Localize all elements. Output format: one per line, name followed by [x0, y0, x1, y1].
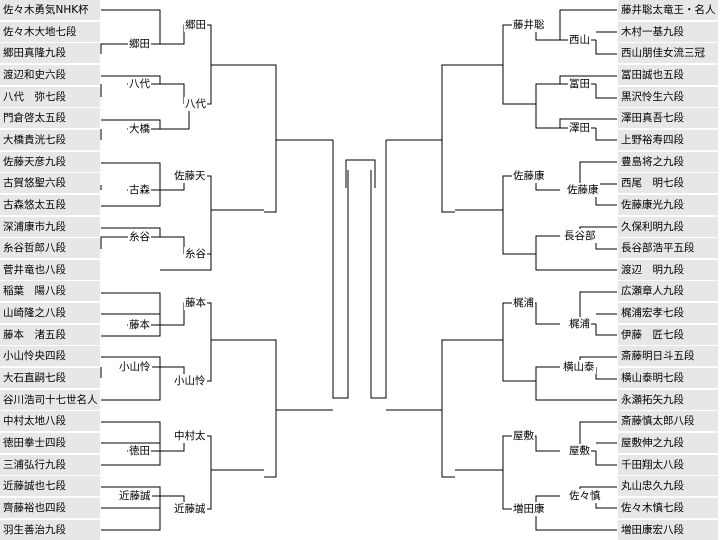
left-player-12: 糸谷哲郎八段 [0, 238, 100, 259]
left-player-19: 谷川浩司十七世名人 [0, 389, 100, 410]
right-player-15: 梶浦宏孝七段 [618, 303, 718, 324]
left-player-13: 菅井竜也八段 [0, 259, 100, 280]
right-r1-winner-8: 屋敷 [568, 444, 591, 458]
left-player-4: 渡辺和史六段 [0, 64, 100, 85]
left-player-18: 大石直嗣七段 [0, 368, 100, 389]
right-player-7: 上野裕寿四段 [618, 129, 718, 150]
left-player-1: 佐々木勇気NHK杯 [0, 0, 100, 20]
right-player-18: 横山泰明七段 [618, 368, 718, 389]
right-player-10: 佐藤康光九段 [618, 194, 718, 215]
left-player-24: 齊藤裕也四段 [0, 497, 100, 518]
left-player-16: 藤本 渚五段 [0, 324, 100, 345]
left-player-7: 大橋貴洸七段 [0, 129, 100, 150]
left-player-17: 小山怜央四段 [0, 346, 100, 367]
left-player-9: 古賀悠聖六段 [0, 173, 100, 194]
right-r2-winner-4: 屋敷 [512, 429, 535, 443]
right-player-2: 木村一基九段 [618, 21, 718, 42]
left-r1-winner-1: 郷田 [128, 37, 151, 51]
left-r2-winner-5: 藤本 [184, 296, 207, 310]
left-player-3: 郷田真隆九段 [0, 43, 100, 64]
left-r1-winner-9: 近藤誠 [118, 489, 152, 503]
left-player-8: 佐藤天彦九段 [0, 151, 100, 172]
right-player-16: 伊藤 匠七段 [618, 324, 718, 345]
right-player-9: 西尾 明七段 [618, 173, 718, 194]
right-player-6: 澤田真吾七段 [618, 108, 718, 129]
right-player-1: 藤井聡太竜王・名人 [618, 0, 718, 20]
left-r1-winner-4: 古森 [128, 183, 151, 197]
right-r2-winner-1: 藤井聡 [512, 18, 546, 32]
right-r1-winner-5: 長谷部 [563, 229, 597, 243]
right-player-8: 豊島将之九段 [618, 151, 718, 172]
left-r1-winner-6: 藤本 [128, 318, 151, 332]
right-player-4: 冨田誠也五段 [618, 64, 718, 85]
right-r1-winner-1: 西山 [568, 33, 591, 47]
right-player-11: 久保利明九段 [618, 216, 718, 237]
left-player-21: 徳田拳士四段 [0, 433, 100, 453]
right-r1-winner-4: 佐藤康 [566, 183, 600, 197]
right-r1-winner-3: 澤田 [568, 121, 591, 135]
left-r1-winner-2: 八代 [128, 77, 151, 91]
left-r2-winner-6: 小山怜 [173, 374, 207, 388]
right-player-21: 屋敷伸之九段 [618, 433, 718, 453]
right-player-20: 斎藤慎太郎八段 [618, 411, 718, 432]
left-player-5: 八代 弥七段 [0, 86, 100, 107]
left-player-23: 近藤誠也七段 [0, 476, 100, 497]
right-r1-winner-7: 横山泰 [562, 360, 596, 374]
left-r2-winner-3: 佐藤天 [173, 169, 207, 183]
left-player-6: 門倉啓太五段 [0, 108, 100, 129]
right-player-3: 西山朋佳女流三冠 [618, 43, 718, 64]
left-player-22: 三浦弘行九段 [0, 454, 100, 475]
right-player-12: 長谷部浩平五段 [618, 238, 718, 259]
left-player-2: 佐々木大地七段 [0, 21, 100, 42]
left-r1-winner-8: 徳田 [128, 444, 151, 458]
right-player-14: 広瀬章人九段 [618, 281, 718, 302]
left-r2-winner-8: 近藤誠 [173, 502, 207, 516]
right-r2-winner-3: 梶浦 [512, 296, 535, 310]
right-player-24: 佐々木慎七段 [618, 497, 718, 518]
left-player-10: 古森悠太五段 [0, 194, 100, 215]
left-player-14: 稲葉 陽八段 [0, 281, 100, 302]
left-r2-winner-4: 糸谷 [184, 247, 207, 261]
right-r1-winner-9: 佐々慎 [568, 489, 602, 503]
right-r2-winner-2: 佐藤康 [512, 169, 546, 183]
right-r2-winner-5: 増田康 [512, 502, 546, 516]
right-r1-winner-6: 梶浦 [568, 317, 591, 331]
left-r1-winner-5: 糸谷 [128, 230, 151, 244]
right-player-25: 増田康宏八段 [618, 519, 718, 540]
right-player-22: 千田翔太八段 [618, 454, 718, 475]
left-player-11: 深浦康市九段 [0, 216, 100, 237]
left-r2-winner-1: 郷田 [184, 18, 207, 32]
right-player-13: 渡辺 明九段 [618, 259, 718, 280]
left-r2-winner-2: 八代 [184, 97, 207, 111]
left-r1-winner-7: 小山怜 [118, 360, 152, 374]
right-player-23: 丸山忠久九段 [618, 476, 718, 497]
right-r1-winner-2: 冨田 [568, 77, 591, 91]
left-r2-winner-7: 中村太 [173, 429, 207, 443]
left-player-15: 山崎隆之八段 [0, 303, 100, 324]
right-player-19: 永瀬拓矢九段 [618, 389, 718, 410]
left-player-25: 羽生善治九段 [0, 519, 100, 540]
right-player-17: 斎藤明日斗五段 [618, 346, 718, 367]
left-r1-winner-3: 大橋 [128, 122, 151, 136]
right-player-5: 黒沢怜生六段 [618, 86, 718, 107]
left-player-20: 中村太地八段 [0, 411, 100, 432]
